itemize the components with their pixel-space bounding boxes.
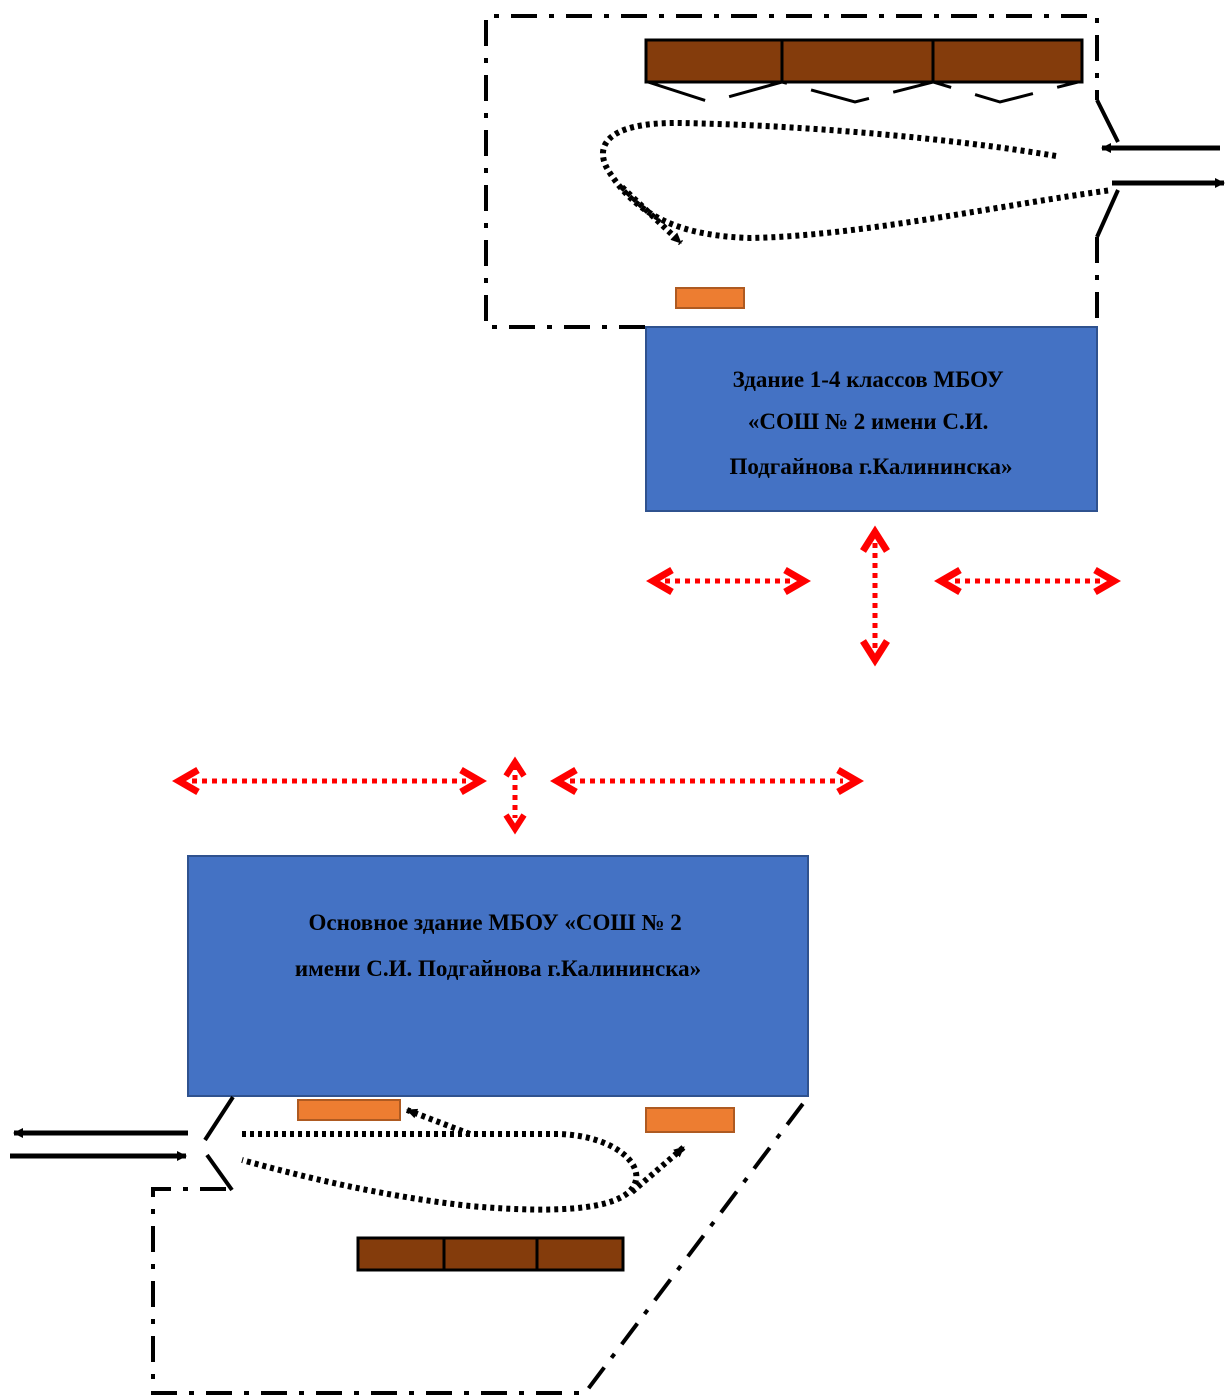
parking-space	[356, 1236, 446, 1272]
lower-stop-marker-left	[297, 1099, 401, 1121]
pedestrian-arrow-left	[172, 766, 487, 796]
upper-vehicle-route	[599, 119, 1113, 242]
lower-territory-boundary	[151, 1095, 810, 1395]
parking-space	[780, 38, 935, 84]
pedestrian-arrow-right	[550, 766, 864, 796]
lower-gate	[203, 1095, 235, 1192]
upper-building-line-3: Подгайнова г.Калининска»	[729, 454, 1012, 479]
lower-vehicle-route-branch-left	[405, 1107, 472, 1137]
upper-territory-boundary	[484, 14, 1099, 329]
lower-building-line-2: имени С.И. Подгайнова г.Калининска»	[295, 956, 701, 981]
lower-vehicle-route	[241, 1131, 640, 1213]
parking-space	[442, 1236, 539, 1272]
parking-space	[644, 38, 784, 84]
upper-pedestrian-arrows	[646, 525, 1121, 667]
parking-space	[535, 1236, 625, 1272]
lower-building-line-1: Основное здание МБОУ «СОШ № 2	[309, 910, 682, 935]
upper-gate	[1095, 99, 1120, 238]
pedestrian-arrow-vertical	[503, 756, 527, 835]
upper-vehicle-route-branch	[619, 184, 684, 246]
upper-stop-marker	[675, 287, 745, 309]
upper-zone: Здание 1-4 классов МБОУ «СОШ № 2 имени С…	[484, 14, 1225, 667]
lower-vehicle-route-branch-right	[630, 1144, 686, 1195]
pedestrian-arrow-vertical	[860, 525, 890, 667]
lower-pedestrian-arrows	[172, 756, 864, 835]
lower-building	[187, 855, 809, 1097]
lower-zone: Основное здание МБОУ «СОШ № 2 имени С.И.…	[10, 756, 864, 1395]
lower-stop-marker-right	[645, 1107, 735, 1133]
upper-building-line-1: Здание 1-4 классов МБОУ	[733, 367, 1004, 392]
pedestrian-arrow-left	[646, 566, 811, 596]
upper-building-line-2: «СОШ № 2 имени С.И.	[748, 409, 989, 434]
parking-zigzag	[647, 80, 1079, 104]
upper-building-label: Здание 1-4 классов МБОУ «СОШ № 2 имени С…	[729, 367, 1012, 479]
lower-parking	[356, 1236, 625, 1272]
upper-parking	[644, 38, 1084, 104]
lower-building-label: Основное здание МБОУ «СОШ № 2 имени С.И.…	[295, 910, 701, 981]
parking-space	[931, 38, 1084, 84]
upper-building	[645, 326, 1098, 512]
pedestrian-arrow-right	[934, 566, 1121, 596]
